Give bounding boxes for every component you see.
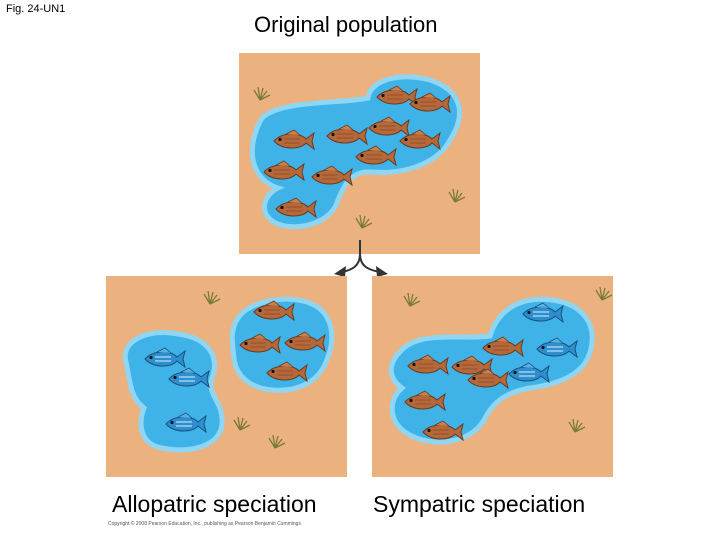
caption-sympatric: Sympatric speciation — [373, 491, 585, 518]
caption-allopatric: Allopatric speciation — [112, 491, 317, 518]
allopatric-panel — [106, 276, 347, 477]
copyright-notice: Copyright © 2008 Pearson Education, Inc.… — [108, 521, 301, 527]
original-population-panel — [239, 53, 480, 254]
sympatric-panel — [372, 276, 613, 477]
